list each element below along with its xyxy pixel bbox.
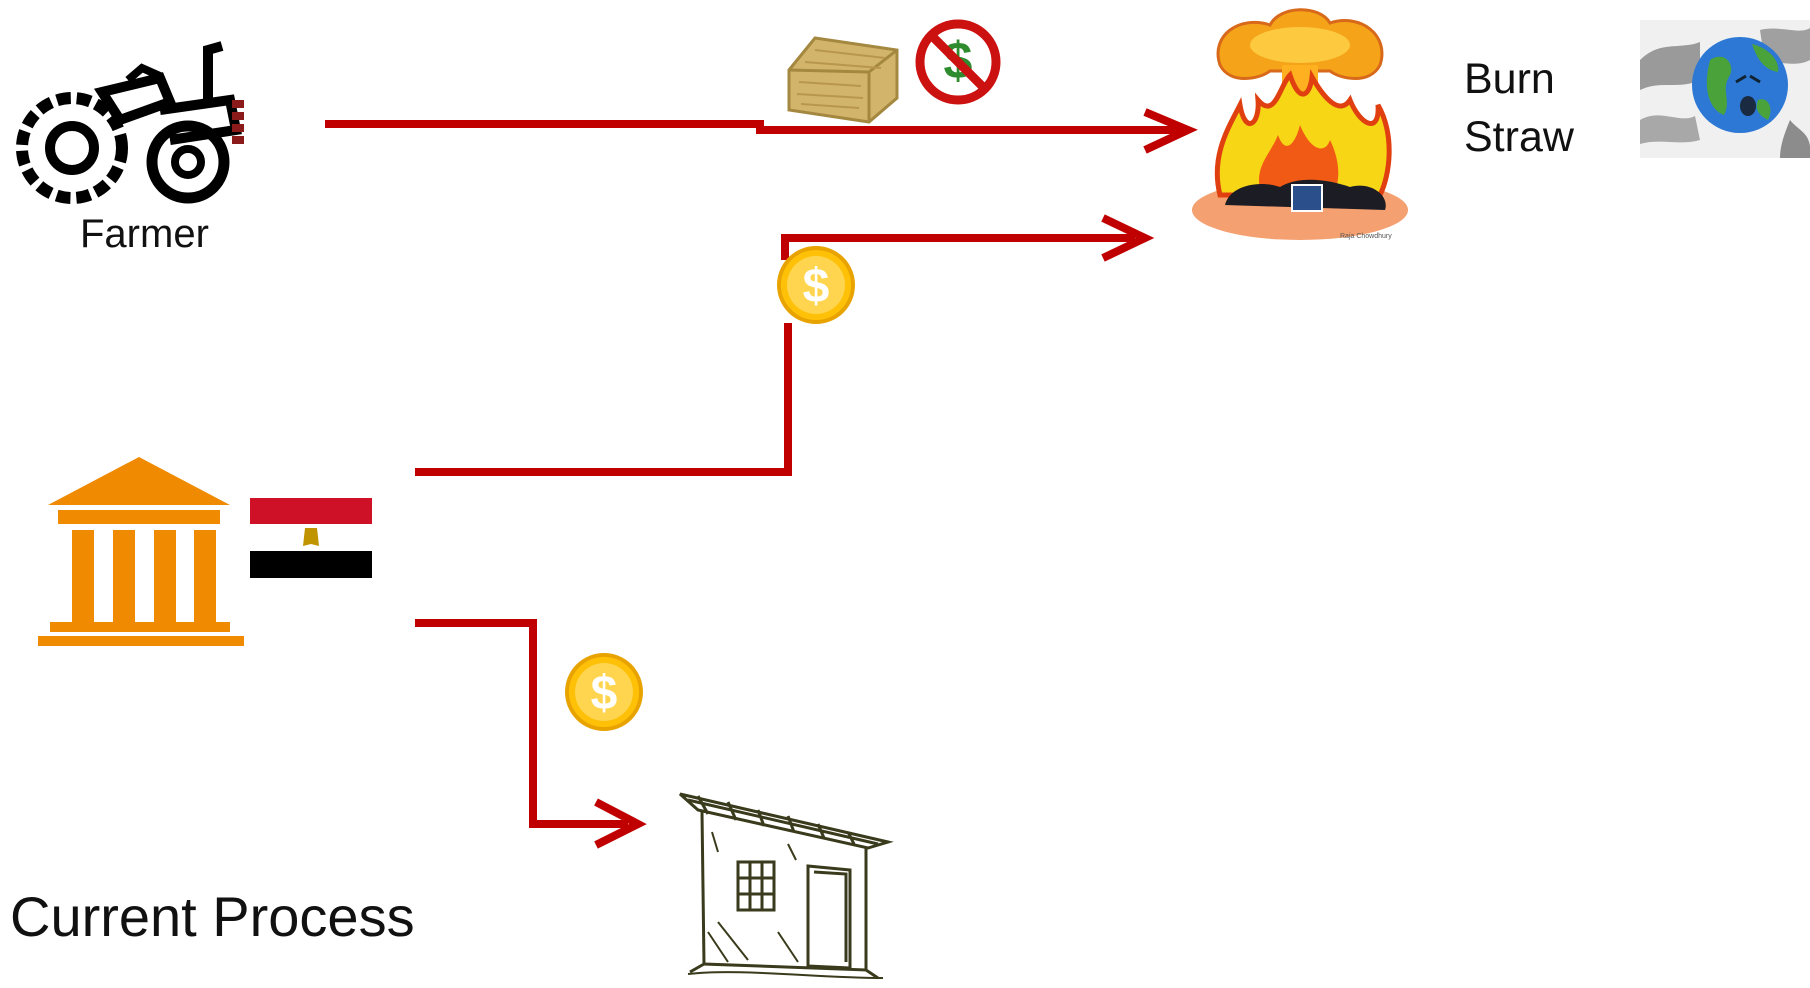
tractor-icon [16,41,244,204]
arrow-government-to-shed [415,619,647,849]
burn-straw-label: Burn Straw [1464,55,1574,161]
fire-explosion-icon: Raja Chowdhury [1192,8,1408,240]
coin-dollar-sign: $ [591,667,618,720]
fire-credit-text: Raja Chowdhury [1340,233,1392,240]
egypt-flag-icon [250,498,372,578]
arrow-government-to-burn [415,214,1155,476]
coin-dollar-sign: $ [803,260,830,313]
shed-icon [679,792,894,980]
coin-dollar-icon: $ [777,246,855,324]
coin-dollar-icon: $ [565,653,643,731]
government-building-icon [38,457,244,646]
straw-bale-icon [787,36,899,124]
farmer-label: Farmer [80,212,209,256]
arrow-farmer-to-burn [325,108,1198,154]
diagram-title: Current Process [10,885,415,948]
no-money-icon: $ [915,19,1001,105]
polluted-earth-icon [1640,20,1810,158]
